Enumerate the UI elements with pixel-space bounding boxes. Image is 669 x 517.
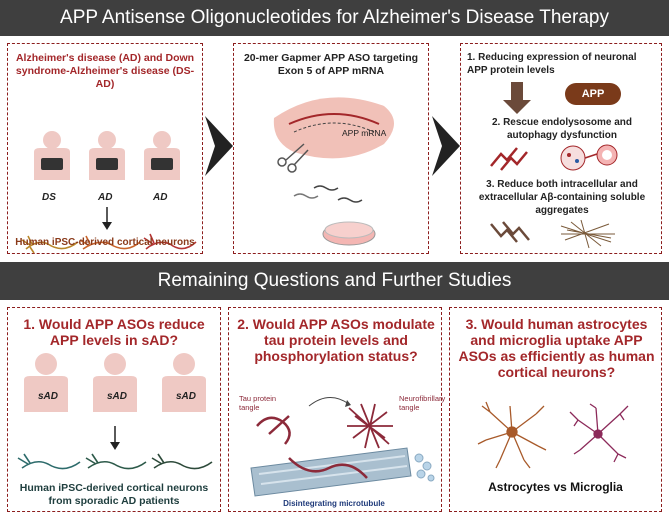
patient-figure-ds [34,131,70,180]
microtubule-label: Disintegrating microtubule [283,499,385,508]
outcome-2: 2. Rescue endolysosome and autophagy dys… [491,117,633,141]
scissors-icon [277,143,309,173]
endolysosome-icon [560,144,618,171]
chevron-arrow-2 [432,116,460,176]
bottom-title: Remaining Questions and Further Studies [157,270,512,291]
panel-q3: 3. Would human astrocytes and microglia … [449,307,662,512]
panel2-heading: 20-mer Gapmer APP ASO targeting Exon 5 o… [243,52,419,77]
outcome-1: 1. Reducing expression of neuronal APP p… [467,52,637,76]
q1-heading: 1. Would APP ASOs reduce APP levels in s… [23,316,205,348]
label-sad-3: sAD [176,391,197,402]
microtubule-icon [250,447,412,497]
panel-q1: 1. Would APP ASOs reduce APP levels in s… [7,307,221,512]
nft-label: Neurofibrillary tangle [399,394,446,412]
q3-footer: Astrocytes vs Microglia [488,480,623,494]
outcome-icons [490,82,618,249]
neuron-row [17,453,213,470]
app-badge: APP [565,83,621,105]
panel1-footer: Human iPSC-derived cortical neurons [15,237,195,248]
chromosome-icons [41,158,173,170]
chevron-arrow-1 [205,116,233,176]
label-sad-2: sAD [107,391,128,402]
tau-tangle-icon [256,415,291,445]
q1-footer: Human iPSC-derived cortical neurons from… [19,482,209,507]
tau-tangle-label: Tau protein tangle [239,394,277,412]
mrna-illustration [273,97,394,246]
label-ds: DS [42,192,56,203]
panel-outcomes: 1. Reducing expression of neuronal APP p… [460,43,662,254]
patient-figures [21,131,197,254]
glia-illustration [477,401,629,469]
microglia-icon [569,403,629,463]
neuron-row [21,233,197,254]
astrocyte-icon [477,401,547,469]
outcome-3: 3. Reduce both intracellular and extrace… [478,179,646,216]
top-banner: APP Antisense Oligonucleotides for Alzhe… [0,0,669,36]
up-arrows-icon [490,147,528,171]
aso-fragments [293,185,363,203]
label-sad-1: sAD [38,391,59,402]
down-arrow-icon [503,82,531,114]
sad-figures [17,353,213,470]
panel-aso: 20-mer Gapmer APP ASO targeting Exon 5 o… [233,43,429,254]
app-badge-label: APP [581,88,605,100]
panel-ad-dsad: Alzheimer's disease (AD) and Down syndro… [7,43,203,254]
q2-heading: 2. Would APP ASOs modulate tau protein l… [237,316,435,364]
bottom-banner: Remaining Questions and Further Studies [0,262,669,300]
neurofibrillary-tangle-icon [347,403,393,449]
top-title: APP Antisense Oligonucleotides for Alzhe… [60,7,609,28]
app-mrna-label: APP mRNA [342,128,387,138]
label-ad-2: AD [153,192,168,203]
patient-figure-ad-1 [89,131,125,180]
panel-q2: 2. Would APP ASOs modulate tau protein l… [228,307,446,512]
aggregate-icon [560,219,615,249]
tau-illustration [250,397,435,497]
free-tubulin-icon [414,453,435,482]
down-zigzag-icon [490,221,530,243]
q3-heading: 3. Would human astrocytes and microglia … [458,316,655,380]
panel1-heading: Alzheimer's disease (AD) and Down syndro… [15,52,195,90]
label-ad-1: AD [98,192,113,203]
patient-figure-ad-2 [144,131,180,180]
